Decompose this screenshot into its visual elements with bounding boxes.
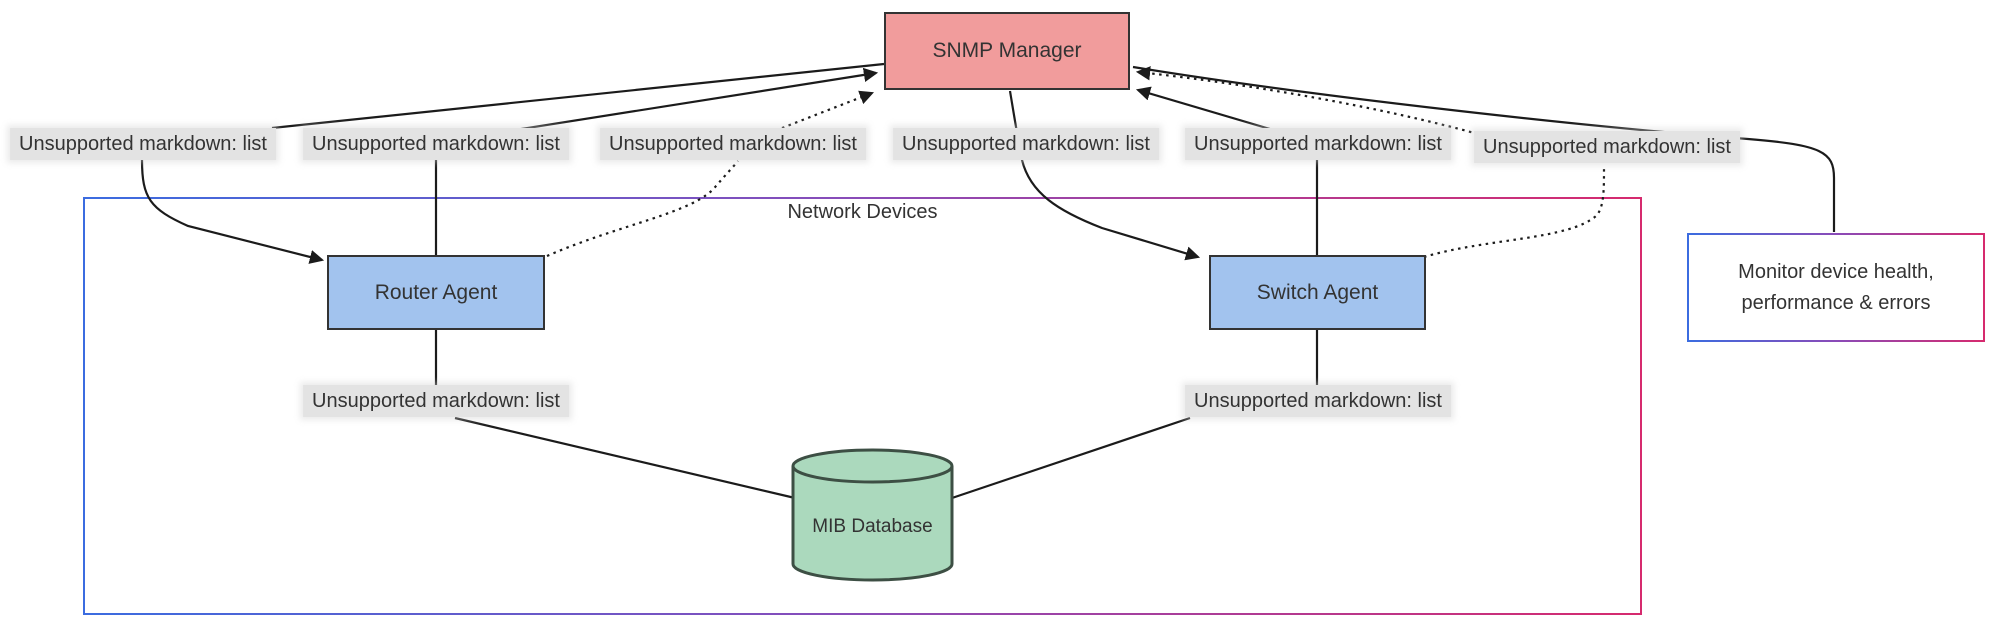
node-switch-agent: Switch Agent: [1209, 255, 1426, 330]
note-monitor-device-health: Monitor device health, performance & err…: [1687, 233, 1985, 342]
edge-router-to-mib-lower: [454, 416, 796, 500]
edge-switch-to-snmp-upper: [1135, 86, 1271, 131]
edge-switch-trap-upper: [1135, 66, 1479, 136]
node-mib-database-label: MIB Database: [812, 516, 933, 537]
edge-router-trap-upper: [781, 90, 874, 130]
edge-label-switch-response: Unsupported markdown: list: [1185, 128, 1451, 160]
node-switch-agent-label: Switch Agent: [1256, 280, 1379, 304]
node-router-agent: Router Agent: [327, 255, 545, 330]
node-snmp-manager-label: SNMP Manager: [932, 39, 1082, 62]
mib-database-cylinder: [791, 448, 954, 582]
edge-label-router-response: Unsupported markdown: list: [303, 128, 569, 160]
edge-label-router-trap: Unsupported markdown: list: [600, 128, 866, 160]
edge-snmp-to-router-upper: [271, 62, 885, 130]
subgraph-title: Network Devices: [787, 201, 938, 223]
edge-label-switch-trap: Unsupported markdown: list: [1474, 131, 1740, 163]
edge-label-snmp-switch-request: Unsupported markdown: list: [893, 128, 1159, 160]
edge-snmp-to-switch: [1008, 90, 1201, 261]
node-snmp-manager: SNMP Manager: [884, 12, 1130, 90]
note-line-1: Monitor device health,: [1738, 260, 1934, 283]
edge-router-to-snmp-upper: [514, 67, 879, 132]
edge-label-switch-mib: Unsupported markdown: list: [1185, 385, 1451, 417]
edge-switch-to-mib-lower: [951, 416, 1191, 500]
edge-label-router-mib: Unsupported markdown: list: [303, 385, 569, 417]
edge-snmp-to-router-lower: [140, 159, 325, 264]
edge-snmp-to-note: [1132, 65, 1836, 232]
note-line-2: performance & errors: [1741, 291, 1931, 314]
edge-label-snmp-router-request: Unsupported markdown: list: [10, 128, 276, 160]
node-router-agent-label: Router Agent: [374, 280, 498, 304]
